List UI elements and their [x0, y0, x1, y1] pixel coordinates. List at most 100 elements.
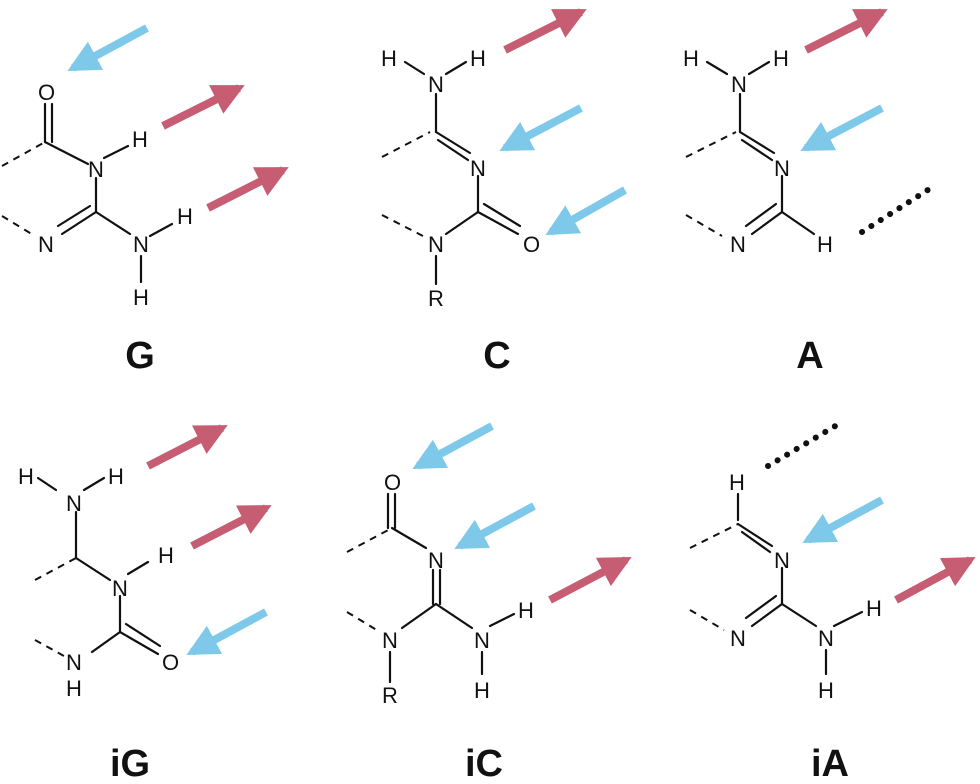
acceptor-arrow: [802, 496, 884, 544]
h-bond-arrows: [499, 8, 627, 236]
backbone-stub: [346, 527, 393, 553]
bond: [482, 202, 522, 228]
atom-h: H: [66, 676, 82, 701]
bond: [740, 138, 774, 162]
base-label: G: [125, 335, 155, 377]
h-bond-arrows: [412, 422, 632, 604]
bond: [832, 610, 864, 628]
atom-o: O: [162, 650, 179, 675]
h-bond-arrows: [146, 424, 272, 656]
base-G: O H N N N H H G: [1, 24, 289, 377]
bond: [94, 210, 132, 236]
bond: [102, 144, 130, 160]
atom-n: N: [133, 232, 149, 257]
base-iG: H N H H N N H O iG: [18, 424, 272, 784]
bond: [740, 530, 772, 554]
atom-h: H: [108, 464, 124, 489]
atom-h: H: [518, 598, 534, 623]
atom-h: H: [474, 678, 490, 703]
atom-h: H: [133, 285, 149, 310]
backbone-stub: [381, 131, 431, 158]
base-iA: H N N N H H iA: [689, 419, 976, 784]
atom-n: N: [730, 626, 746, 651]
atom-r: R: [382, 683, 398, 708]
base-label: iC: [465, 743, 503, 784]
atom-h: H: [773, 46, 789, 71]
base-label: C: [483, 335, 510, 377]
atom-n: N: [66, 650, 82, 675]
atom-n: N: [112, 576, 128, 601]
bond: [36, 476, 58, 492]
bond: [118, 630, 160, 656]
atom-n: N: [774, 548, 790, 573]
atom-n: N: [774, 156, 790, 181]
atom-h: H: [158, 543, 174, 568]
base-label: A: [796, 335, 823, 377]
bond: [60, 210, 98, 236]
dotted-contact: [765, 419, 845, 469]
bond: [148, 222, 174, 238]
backbone-stub: [1, 141, 46, 167]
atom-h: H: [18, 464, 34, 489]
bond: [736, 522, 774, 548]
acceptor-arrow: [800, 104, 884, 152]
bond: [738, 130, 776, 155]
bond: [780, 210, 816, 236]
bond: [434, 602, 474, 630]
h-bond-arrows: [802, 496, 976, 604]
backbone-stub: [685, 214, 723, 237]
dotted-contact: [859, 183, 937, 235]
atom-h: H: [817, 232, 833, 257]
bond: [705, 60, 729, 76]
atom-n: N: [382, 628, 398, 653]
donor-arrow: [206, 166, 289, 212]
bond: [750, 602, 784, 628]
bond: [444, 60, 468, 76]
bond: [476, 210, 520, 236]
bond: [780, 602, 818, 628]
atom-n: N: [730, 232, 746, 257]
bond: [750, 210, 784, 236]
atom-n: N: [428, 548, 444, 573]
atom-n: N: [38, 232, 54, 257]
donor-arrow: [804, 8, 888, 54]
bond: [43, 140, 90, 166]
acceptor-arrow: [186, 608, 268, 656]
atom-r: R: [428, 286, 444, 311]
atom-n: N: [66, 491, 82, 516]
base-C: H N H N N O R C: [381, 8, 627, 377]
acceptor-arrow: [454, 502, 536, 550]
bond: [744, 594, 778, 620]
atom-o: O: [384, 470, 401, 495]
backbone-stub: [34, 639, 65, 657]
base-label: iG: [110, 743, 150, 784]
atom-h: H: [866, 596, 882, 621]
base-iC: O N N N H H R iC: [346, 422, 632, 784]
atom-o: O: [523, 232, 540, 257]
bond: [403, 60, 426, 76]
atom-n: N: [474, 628, 490, 653]
donor-arrow: [190, 504, 272, 550]
base-A: H N H N N H A: [683, 8, 937, 377]
bond: [82, 476, 106, 492]
bond: [56, 204, 92, 228]
backbone-stub: [689, 609, 725, 631]
bond: [744, 202, 778, 228]
base-label: iA: [811, 743, 849, 784]
acceptor-arrow: [499, 104, 583, 152]
acceptor-arrow: [545, 186, 627, 236]
bond: [436, 138, 470, 162]
acceptor-arrow: [412, 422, 494, 470]
donor-arrow: [548, 556, 632, 604]
bond: [434, 130, 472, 155]
bond: [747, 60, 771, 76]
atom-o: O: [38, 80, 55, 105]
bond: [90, 630, 122, 654]
atom-n: N: [470, 156, 486, 181]
bond: [400, 602, 438, 630]
atom-h: H: [729, 470, 745, 495]
donor-arrow: [146, 424, 228, 470]
backbone-stub: [381, 214, 424, 237]
bond: [74, 556, 112, 582]
